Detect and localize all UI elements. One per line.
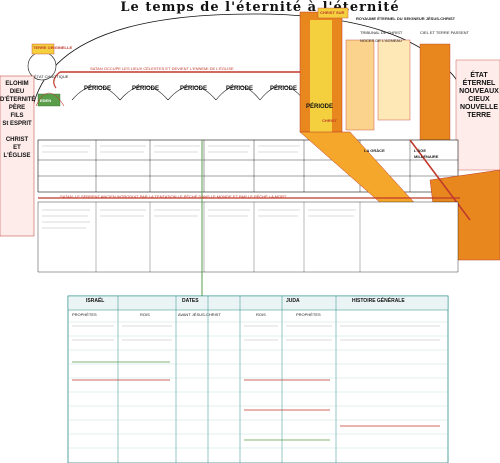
lower-columns [95,202,361,272]
table-rois-right: ROIS [256,312,266,317]
red-diagonal [409,139,471,221]
satan-serpent-text: SATAN, LE SERPENT ANCIEN INTRODUIT PAR L… [60,194,287,199]
nouvelle-label: NOUVELLE [459,104,499,111]
elohim-label: ELOHIM [5,81,29,87]
terre-label: TERRE [467,112,491,119]
left-eternity-block: ELOHIM DIEU D'ÉTERNITÉ PÈRE FILS St ESPR… [0,80,36,160]
period-4: PÉRIODE [226,86,254,92]
fils-label: FILS [10,113,24,119]
ciel-terre-label: CIEL ET TERRE PASSENT [420,30,469,35]
table-green-marks [72,361,330,441]
eden-arc [35,92,65,107]
christ-pillar-inner [310,20,332,132]
table-juda-header: JUDA [286,298,300,304]
lower-table [67,295,449,463]
cieux-label: CIEUX [468,96,490,103]
table-columns [117,296,337,463]
christ-mid-label: CHRIST [322,118,337,123]
satan-line-text: SATAN OCCUPE LES LIEUX CÉLESTES ET DEVIE… [90,66,234,71]
esprit-label: St ESPRIT [2,121,32,127]
table-red-marks [72,379,440,427]
satan-arc [53,71,61,89]
table-dates-header: DATES [182,298,199,304]
period-2: PÉRIODE [132,86,160,92]
pere-label: PÈRE [8,105,26,111]
table-rows [68,321,448,449]
dense-text-lines [42,145,440,341]
eternity-arc [29,13,479,133]
millenaire-label: MILLÉNAIRE [414,154,439,159]
period-3: PÉRIODE [180,86,208,92]
eglise-label: L'ÉGLISE [3,153,31,159]
table-header-row [67,295,449,311]
period-1: PÉRIODE [84,86,112,92]
etat-label: ÉTAT [470,72,488,79]
table-avant-jc: AVANT JÉSUS-CHRIST [178,312,221,317]
table-prophetes-left: PROPHÈTES [72,312,97,317]
royaume-label: ROYAUME ÉTERNEL DU SEIGNEUR JÉSUS-CHRIST [356,16,456,21]
table-histoire-header: HISTOIRE GÉNÉRALE [352,298,405,304]
eternite-label: D'ÉTERNITÉ [0,97,36,103]
noces-label: NOCES DE L'AGNEAU [360,38,402,43]
eden-label: EDEN [40,98,52,103]
right-flame [419,43,451,155]
tribunal-label: TRIBUNAL DE CHRIST [360,30,403,35]
eternel-label: ÉTERNEL [462,80,496,87]
right-column-2 [377,39,411,121]
right-column-1 [345,39,375,131]
table-prophetes-right: PROPHÈTES [296,312,321,317]
table-israel-header: ISRAËL [86,298,105,304]
right-eternity-block: ÉTAT ÉTERNEL NOUVEAUX CIEUX NOUVELLE TER… [458,72,500,120]
nouveaux-label: NOUVEAUX [459,88,499,95]
dieu-label: DIEU [9,89,25,95]
christ-left-label: CHRIST [5,137,29,143]
grace-label: LA GRÂCE [364,148,385,153]
period-6: PÉRIODE [306,104,334,110]
christ-sur-label: CHRIST SUR [320,10,345,15]
table-rois-left: ROIS [140,312,150,317]
lower-text-area [37,201,459,273]
et-label: ET [13,145,21,151]
period-5: PÉRIODE [270,86,298,92]
right-state-panel [455,59,500,171]
age-label: L'ÂGE [414,148,427,153]
elohim-panel [0,75,35,237]
original-earth-label: TERRE ORIGINELLE [33,45,73,50]
christ-top-box [317,7,349,19]
chaotic-state-label: ÉTAT CHAOTIQUE [34,74,69,79]
original-earth-label-box [31,43,55,55]
